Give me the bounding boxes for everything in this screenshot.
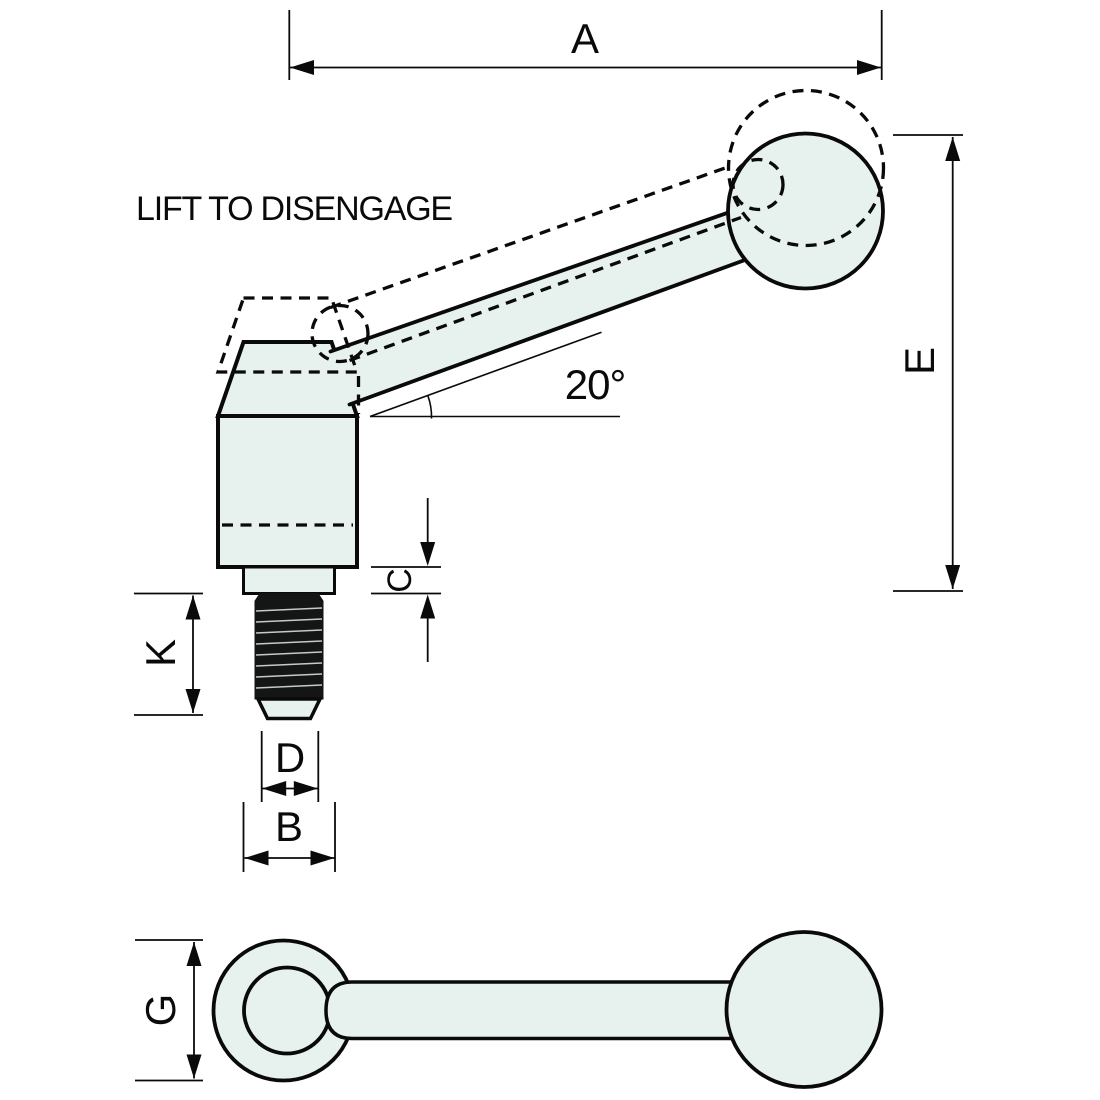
- lifted-ball-knob: [726, 88, 886, 248]
- angle-callout: 20°: [369, 331, 626, 419]
- plan-hub-bore: [242, 965, 332, 1056]
- dim-b: B: [242, 802, 336, 872]
- dim-b-arrowhead-right: [310, 850, 335, 866]
- dim-d-arrowhead-left: [262, 781, 287, 796]
- dim-c: C: [371, 498, 441, 662]
- angle-incline-line: [369, 331, 602, 418]
- dim-e-arrowhead-bottom: [945, 565, 961, 589]
- angle-arc: [427, 395, 433, 419]
- dim-g-label: G: [137, 994, 184, 1027]
- lifted-neck: [731, 157, 785, 212]
- plan-ball-knob: [724, 930, 884, 1089]
- dim-g: G: [135, 939, 203, 1082]
- dim-a-arrowhead-left: [290, 60, 314, 75]
- hub-body: [216, 414, 359, 569]
- lift-note: LIFT TO DISENGAGE: [136, 190, 452, 228]
- stud-tip: [255, 697, 323, 721]
- dim-a-label: A: [571, 15, 599, 62]
- dim-k-arrowhead-top: [185, 595, 201, 620]
- dim-k-arrowhead-bottom: [185, 689, 201, 713]
- dim-a-arrowhead-right: [857, 60, 881, 75]
- dim-e-arrowhead-top: [945, 137, 961, 161]
- flange-step: [242, 565, 336, 595]
- plan-view: [211, 930, 884, 1089]
- ball-knob: [726, 131, 885, 291]
- threaded-stud: [254, 593, 324, 721]
- front-view: [215, 131, 885, 721]
- dim-b-arrowhead-left: [244, 850, 269, 866]
- dim-d: D: [260, 731, 320, 802]
- dim-c-arrowhead-bottom: [420, 594, 436, 619]
- handle-arm: [330, 198, 786, 405]
- dim-e-label: E: [896, 347, 943, 375]
- handle-arm-bottom-edge: [347, 243, 788, 407]
- thread-crests: [255, 607, 323, 689]
- dim-b-label: B: [275, 803, 303, 850]
- dim-g-arrowhead-top: [186, 942, 202, 966]
- lifted-arm-bottom-edge: [348, 215, 742, 363]
- dim-k-label: K: [137, 639, 184, 667]
- dim-c-label: C: [381, 568, 419, 593]
- dim-d-arrowhead-right: [293, 781, 318, 796]
- dim-k: K: [134, 592, 203, 716]
- angle-label: 20°: [565, 361, 626, 408]
- dim-a: A: [288, 10, 883, 80]
- lifted-hub-cone: [215, 296, 360, 374]
- dim-c-arrowhead-top: [420, 542, 436, 566]
- dim-g-arrowhead-bottom: [186, 1054, 202, 1079]
- plan-handle-arm: [324, 980, 762, 1041]
- lifted-position-outline: [215, 88, 886, 414]
- dim-d-label: D: [275, 734, 305, 781]
- handle-arm-top-edge: [328, 196, 772, 354]
- lifted-arm-top-edge: [329, 165, 729, 310]
- dim-e: E: [893, 134, 963, 592]
